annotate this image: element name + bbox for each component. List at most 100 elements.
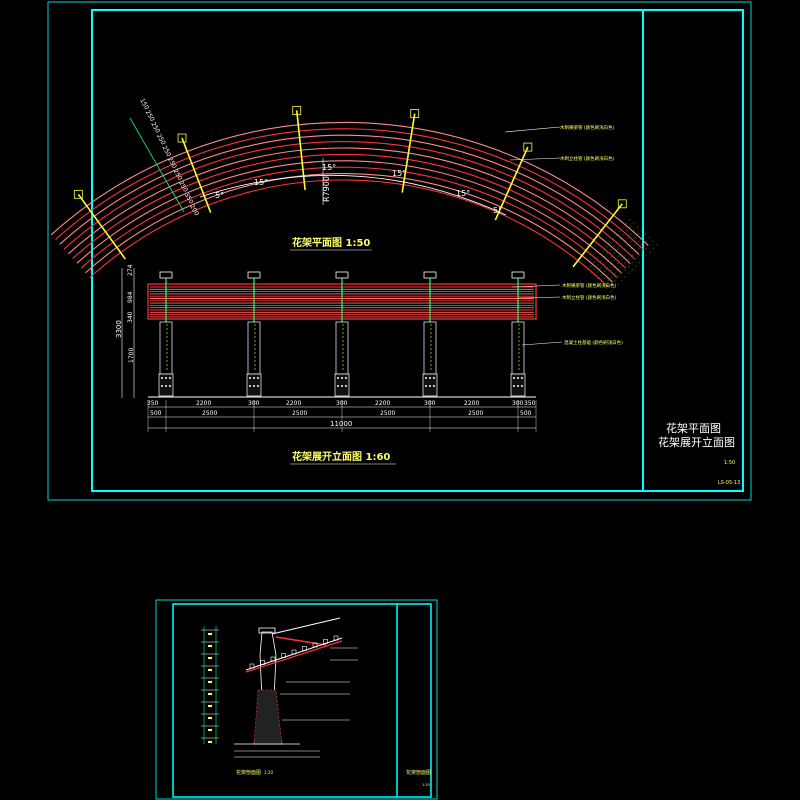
elev-dim-label: 2500 [380,410,395,417]
plan-left-dim-label: 200 [188,204,200,218]
elev-callout-label: 混凝土柱基础 (颜色刷浅白色) [564,339,623,346]
section-purlin [281,653,286,658]
footing-aggregate [429,385,431,387]
footing-aggregate [429,377,431,379]
elev-dim-label: 2500 [292,410,307,417]
footing-aggregate [521,385,523,387]
section-dim-mark [208,741,212,743]
footing-aggregate [521,377,523,379]
plan-angle-label: 15° [254,178,268,187]
plan-post-cap [523,142,533,152]
elev-callout-label: 木制横梁管 (颜色刷浅白色) [562,282,617,289]
section-title: 花架剖面图 [236,769,261,776]
plan-beam-arc [59,134,640,255]
footing-aggregate [165,377,167,379]
sheet-2: 花架剖面图 1:20 花架剖面图 1:20 [155,599,438,800]
plan-post-line [181,137,212,213]
elev-dim-label: 2200 [196,400,211,407]
footing-aggregate [517,385,519,387]
plan-left-dim-label: 250 [177,180,189,194]
footing-aggregate [517,377,519,379]
plan-beam-arc [63,141,636,260]
plan-radius-label: R7900 [322,176,331,202]
plan-left-dim-label: 350 [183,192,195,206]
elevation-post-cap [423,271,437,279]
footing-aggregate [433,385,435,387]
footing-aggregate [249,385,251,387]
sheet-1: 5° 15° 15° 15° 15° 5° R7900 150250250250… [47,1,752,501]
sheet-1-outer-border [47,1,752,501]
elev-dim-label: 2200 [464,400,479,407]
plan-beam-arc [80,166,618,278]
section-leaders [280,647,358,721]
plan-left-dim-line [129,117,185,213]
plan-post-line [77,193,126,260]
plan-post-line [572,203,623,268]
plan-left-dim-label: 250 [149,121,161,135]
plan-beam-arc [85,173,613,283]
elev-left-dim: 274 [127,264,134,276]
footing-aggregate [425,377,427,379]
elevation-post-cap [247,271,261,279]
elev-title: 花架展开立面图 1:60 [292,450,390,463]
title-block-scale: 1:50 [724,460,735,466]
sheet2-title-block-text: 花架剖面图 [406,769,431,776]
elev-dim-label: 2500 [468,410,483,417]
section-dim-mark [208,705,212,707]
footing-aggregate [345,377,347,379]
elevation-post-column [159,321,173,375]
section-purlin [260,660,265,665]
section-dim-mark [208,657,212,659]
plan-post-line [401,113,416,193]
plan-left-dim-label: 250 [144,109,156,123]
elevation-post-column [335,321,349,375]
elevation-post-cap [159,271,173,279]
section-dim-mark [208,693,212,695]
plan-left-dim-label: 250 [172,168,184,182]
drawing-number: LS-05-13 [718,480,740,486]
elevation-post-column [423,321,437,375]
plan-hatch-line [586,218,631,271]
plan-left-dim-label: 150 [138,98,150,112]
section-scale: 1:20 [264,770,273,775]
section-purlin [312,642,318,648]
section-post-cap [258,627,276,634]
plan-beam-arc [89,179,609,288]
footing-aggregate [257,377,259,379]
plan-callout-leader [504,126,561,133]
section-dim-mark [208,645,212,647]
plan-beam-arc [72,153,627,269]
plan-post-cap [617,199,627,209]
plan-angle-label: 5° [215,191,224,200]
footing-aggregate [337,377,339,379]
elevation-view: 274 984 3300 340 1700 木制横梁管 (颜色刷浅白色) 木制立… [115,264,623,465]
plan-hatch-line [600,232,647,283]
plan-callout-label: 木制横梁管 (颜色刷浅白色) [560,124,615,131]
footing-aggregate [433,377,435,379]
plan-hatch-line [610,243,659,292]
plan-post-cap [292,106,302,115]
section-purlins [249,635,339,669]
footing-aggregate [337,385,339,387]
footing-aggregate [161,385,163,387]
plan-angle-label: 5° [493,206,502,215]
footing-aggregate [257,385,259,387]
footing-aggregate [513,377,515,379]
footing-aggregate [161,377,163,379]
plan-beam-arc [55,128,644,251]
elev-callout-leader [511,284,561,288]
plan-angle-dimension-arc [199,174,507,216]
elev-dim-label: 350 [524,400,536,407]
sheet-1-inner-frame [91,9,744,492]
plan-angle-label: 15° [322,163,336,172]
elev-callout-label: 木制立柱管 (颜色刷浅白色) [562,294,617,301]
elev-total-dim: 11000 [330,420,352,428]
elevation-post-column [511,321,525,375]
plan-left-dim-label: 250 [166,156,178,170]
elev-left-dim: 984 [127,291,134,303]
plan-post-cap [73,189,83,199]
elev-dim-label: 2200 [286,400,301,407]
section-dim-mark [208,729,212,731]
